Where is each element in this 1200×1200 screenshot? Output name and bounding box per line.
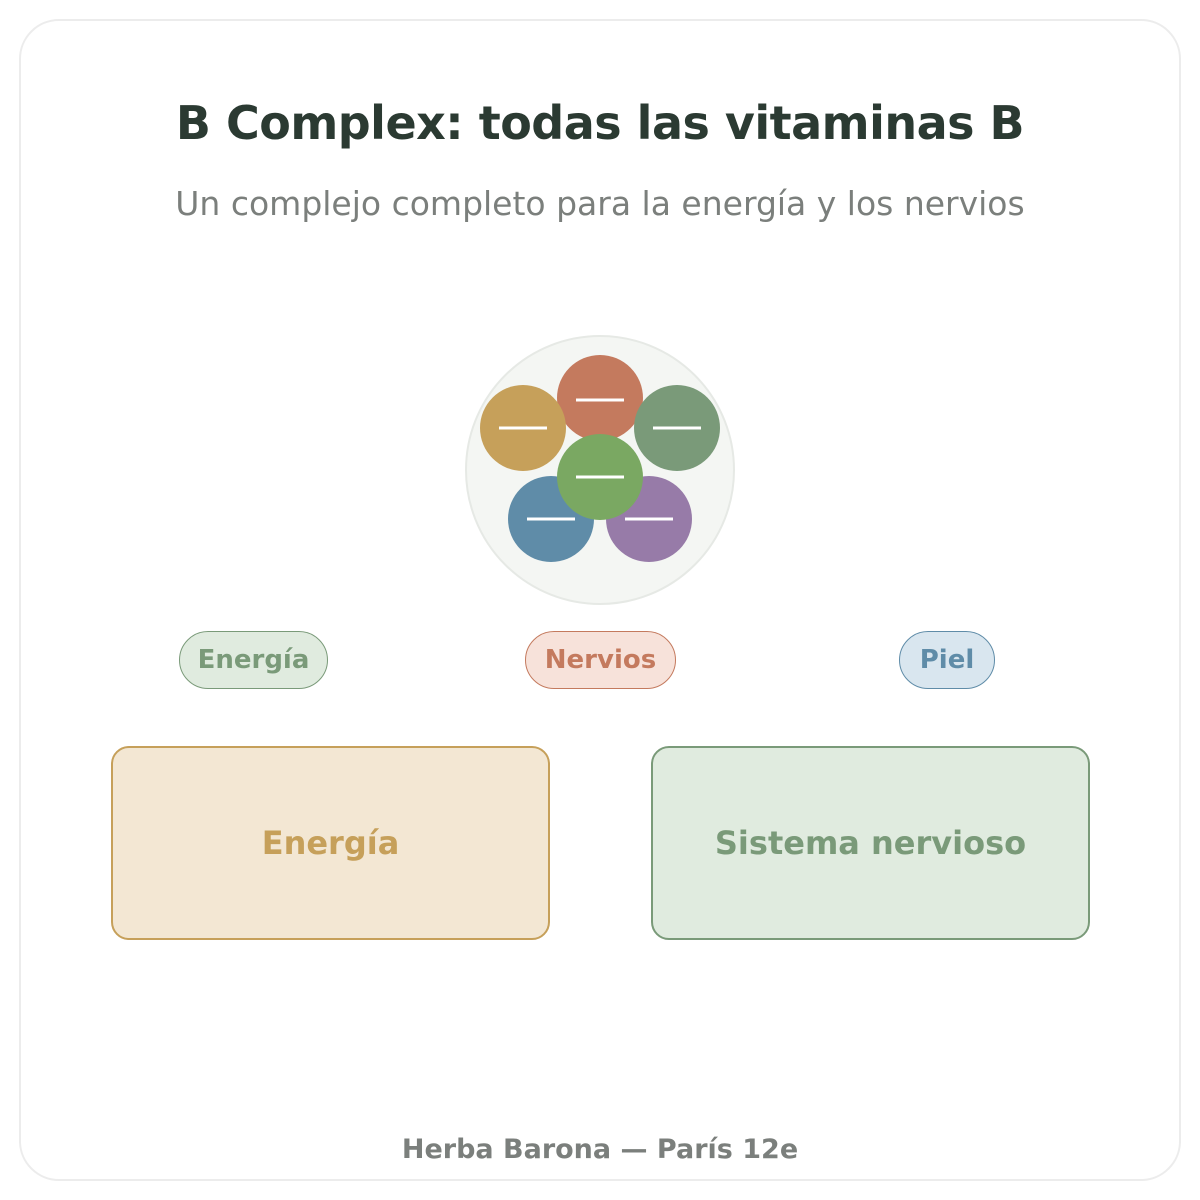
sphere-green <box>557 434 643 520</box>
sphere-gold <box>480 385 566 471</box>
tag-nervios: Nervios <box>525 631 676 689</box>
page-title: B Complex: todas las vitaminas B <box>175 96 1025 150</box>
footer-brand: Herba Barona — París 12e <box>401 1134 799 1165</box>
card-sistema-nervioso-label: Sistema nervioso <box>714 824 1027 862</box>
tag-energia: Energía <box>179 631 328 689</box>
card-energia: Energía <box>111 746 550 940</box>
tag-piel: Piel <box>899 631 995 689</box>
card-sistema-nervioso: Sistema nervioso <box>651 746 1090 940</box>
sphere-sage <box>634 385 720 471</box>
vitamin-capsule-icon <box>465 335 735 605</box>
sphere-orange <box>557 355 643 441</box>
card-energia-label: Energía <box>261 824 400 862</box>
page-subtitle: Un complejo completo para la energía y l… <box>175 184 1025 223</box>
